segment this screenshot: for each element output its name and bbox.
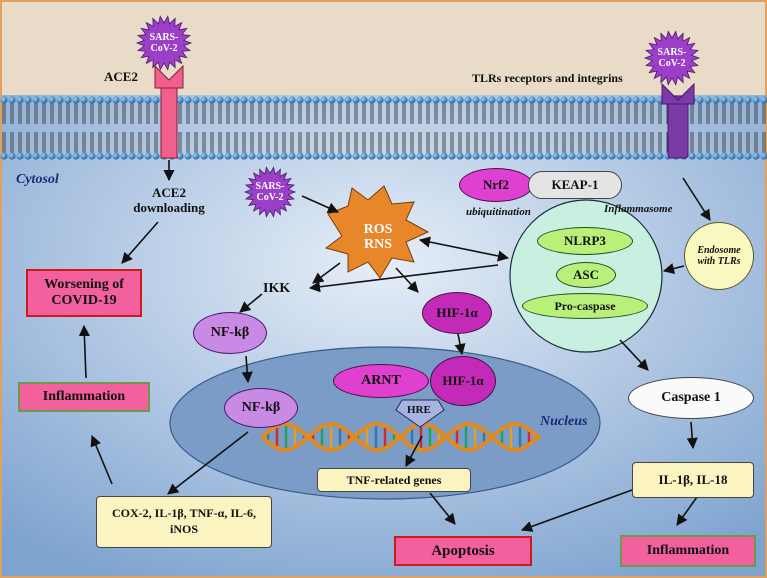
virus-label-top-left: SARS-CoV-2 — [149, 32, 179, 54]
il1b-il18-box: IL-1β, IL-18 — [632, 462, 754, 498]
tnf-genes-box: TNF-related genes — [317, 468, 471, 492]
arrow-nfkb-to-cox2 — [167, 431, 249, 495]
virus-label-cytosol: SARS-CoV-2 — [255, 181, 285, 203]
inflammation-left-box: Inflammation — [18, 382, 150, 412]
endosome-label: Endosome with TLRs — [697, 244, 741, 268]
hif1a-nucleus-oval: HIF-1α — [430, 356, 496, 406]
nucleus-label: Nucleus — [540, 414, 588, 429]
ace2-label: ACE2 — [104, 69, 138, 84]
cox2-list-label: COX-2, IL-1β, TNF-α, IL-6, iNOS — [111, 506, 257, 536]
arrow-inflammation-to-worsening — [78, 324, 90, 379]
virus-spikes — [135, 15, 193, 71]
tlrs-receptors-label: TLRs receptors and integrins — [472, 71, 623, 85]
dna-helix — [260, 422, 542, 452]
inflammasome-label: Inflammasome — [604, 203, 673, 215]
apoptosis-box: Apoptosis — [394, 536, 532, 566]
arrow-endosome-to-inflammasome — [662, 263, 685, 274]
arrow-cox2-to-inflammation — [90, 434, 113, 485]
dna-strand — [260, 422, 542, 452]
virus-label-top-right: SARS-CoV-2 — [657, 47, 687, 69]
arrow-ros-to-hif — [395, 267, 419, 293]
ace2-downloading-label: ACE2 downloading — [133, 185, 205, 215]
caspase1-oval: Caspase 1 — [628, 377, 754, 419]
sars-cov2-virus-cytosol — [243, 166, 297, 218]
hre-element — [395, 399, 445, 428]
nfkb-nucleus-oval: NF-kβ — [224, 388, 298, 428]
keap1-oval: KEAP-1 — [528, 171, 622, 199]
ros-rns-label: ROS RNS — [363, 221, 393, 252]
arrow-ros-to-ikk — [312, 262, 341, 284]
virus-spikes — [243, 166, 297, 218]
nfkb-cytosol-oval: NF-kβ — [193, 312, 267, 354]
arrow-il-to-inflammation — [676, 496, 698, 526]
cox2-list-box: COX-2, IL-1β, TNF-α, IL-6, iNOS — [96, 496, 272, 548]
hif1a-cytosol-oval: HIF-1α — [422, 292, 492, 334]
arrow-nfkb-to-nuclear — [241, 355, 253, 384]
arrow-inflammasome-to-caspase — [619, 339, 649, 371]
ace2-receptor — [160, 83, 178, 159]
arrow-tnf-to-apoptosis — [429, 492, 456, 525]
asc-oval: ASC — [556, 262, 616, 288]
virus-spikes — [643, 30, 701, 86]
nrf2-oval: Nrf2 — [459, 168, 533, 202]
hre-label: HRE — [407, 404, 431, 416]
arrow-ros-inflammasome — [418, 236, 510, 262]
arrow-il-to-apoptosis — [520, 489, 633, 532]
arrow-hif-to-nuclear — [454, 333, 466, 356]
cytosol-label: Cytosol — [16, 172, 59, 187]
inflammation-right-box: Inflammation — [620, 535, 756, 567]
extracellular-space — [0, 0, 767, 100]
endosome-oval: Endosome with TLRs — [684, 222, 754, 290]
sars-cov2-virus-top-left — [135, 15, 193, 71]
nlrp3-oval: NLRP3 — [537, 227, 633, 255]
arrows — [78, 160, 711, 532]
arrow-tlr-to-endosome — [682, 177, 711, 221]
arrow-hre-to-tnf — [405, 435, 423, 467]
membrane-outer-leaflet — [0, 94, 767, 134]
ikk-label: IKK — [263, 281, 291, 296]
arnt-oval: ARNT — [333, 364, 429, 398]
worsening-label: Worsening of COVID-19 — [44, 276, 124, 308]
ros-rns-burst — [324, 185, 430, 279]
ace2-receptor-cup — [154, 64, 184, 89]
tlr-receptor — [667, 95, 689, 159]
membrane-inner-leaflet — [0, 128, 767, 168]
arrow-ikk-to-nfkb — [239, 293, 263, 313]
worsening-box: Worsening of COVID-19 — [26, 269, 142, 317]
pro-caspase-oval: Pro-caspase — [522, 293, 648, 319]
arrow-caspase-to-il — [686, 421, 698, 450]
arrow-downloading-to-worsening — [121, 221, 159, 264]
ubiquitination-label: ubiquitination — [466, 206, 531, 218]
tlr-receptor-cup — [661, 82, 695, 105]
arrow-virus-to-ros — [301, 195, 340, 214]
sars-cov2-virus-top-right — [643, 30, 701, 86]
